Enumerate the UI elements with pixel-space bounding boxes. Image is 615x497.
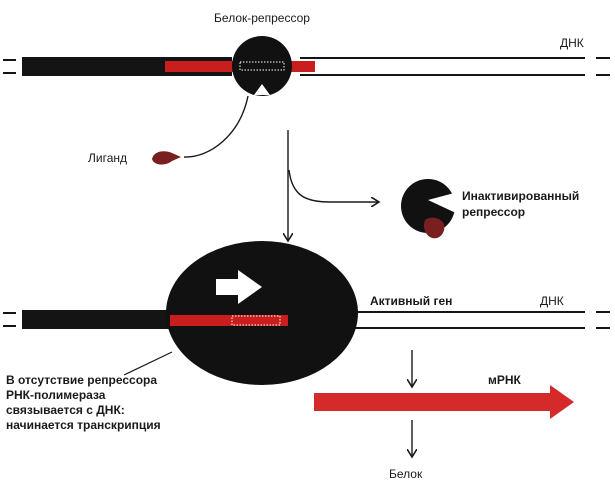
dna-bottom-gene-red — [170, 315, 288, 326]
note-line3: связывается с ДНК: — [6, 403, 125, 417]
rna-polymerase — [166, 241, 358, 385]
label-dna-top: ДНК — [560, 36, 584, 50]
connector-note — [123, 351, 173, 376]
arrow-branch-inactivated — [288, 169, 378, 202]
note-line4: начинается транскрипция — [6, 418, 161, 432]
dna-top — [3, 57, 610, 76]
inactivated-repressor-body — [401, 179, 455, 233]
note-line2: РНК-полимераза — [6, 388, 106, 402]
mrna-arrow — [314, 385, 574, 419]
label-protein: Белок — [389, 467, 423, 481]
label-mrna: мРНК — [488, 373, 522, 387]
repressor-ligand-site — [254, 84, 270, 95]
inactivated-repressor — [401, 179, 458, 239]
operator-site-bottom — [231, 315, 281, 326]
note-line1: В отсутствие репрессора — [6, 373, 157, 387]
label-inactivated-line2: репрессор — [462, 205, 525, 219]
inactivated-repressor-notch — [428, 192, 458, 214]
repressor-body — [232, 36, 292, 96]
label-dna-bottom: ДНК — [540, 294, 564, 308]
bound-ligand — [423, 217, 445, 239]
operator-site-top — [239, 61, 285, 71]
label-active-gene: Активный ген — [370, 294, 452, 308]
connector-repressor-ligand — [183, 95, 249, 158]
label-ligand: Лиганд — [88, 151, 127, 165]
label-repressor-protein: Белок-репрессор — [214, 11, 310, 25]
ligand-blob — [152, 151, 181, 165]
label-inactivated-line1: Инактивированный — [462, 189, 579, 203]
rna-polymerase-body — [166, 241, 358, 385]
transcription-direction-arrow — [216, 270, 262, 304]
repressor-bound — [232, 36, 292, 96]
